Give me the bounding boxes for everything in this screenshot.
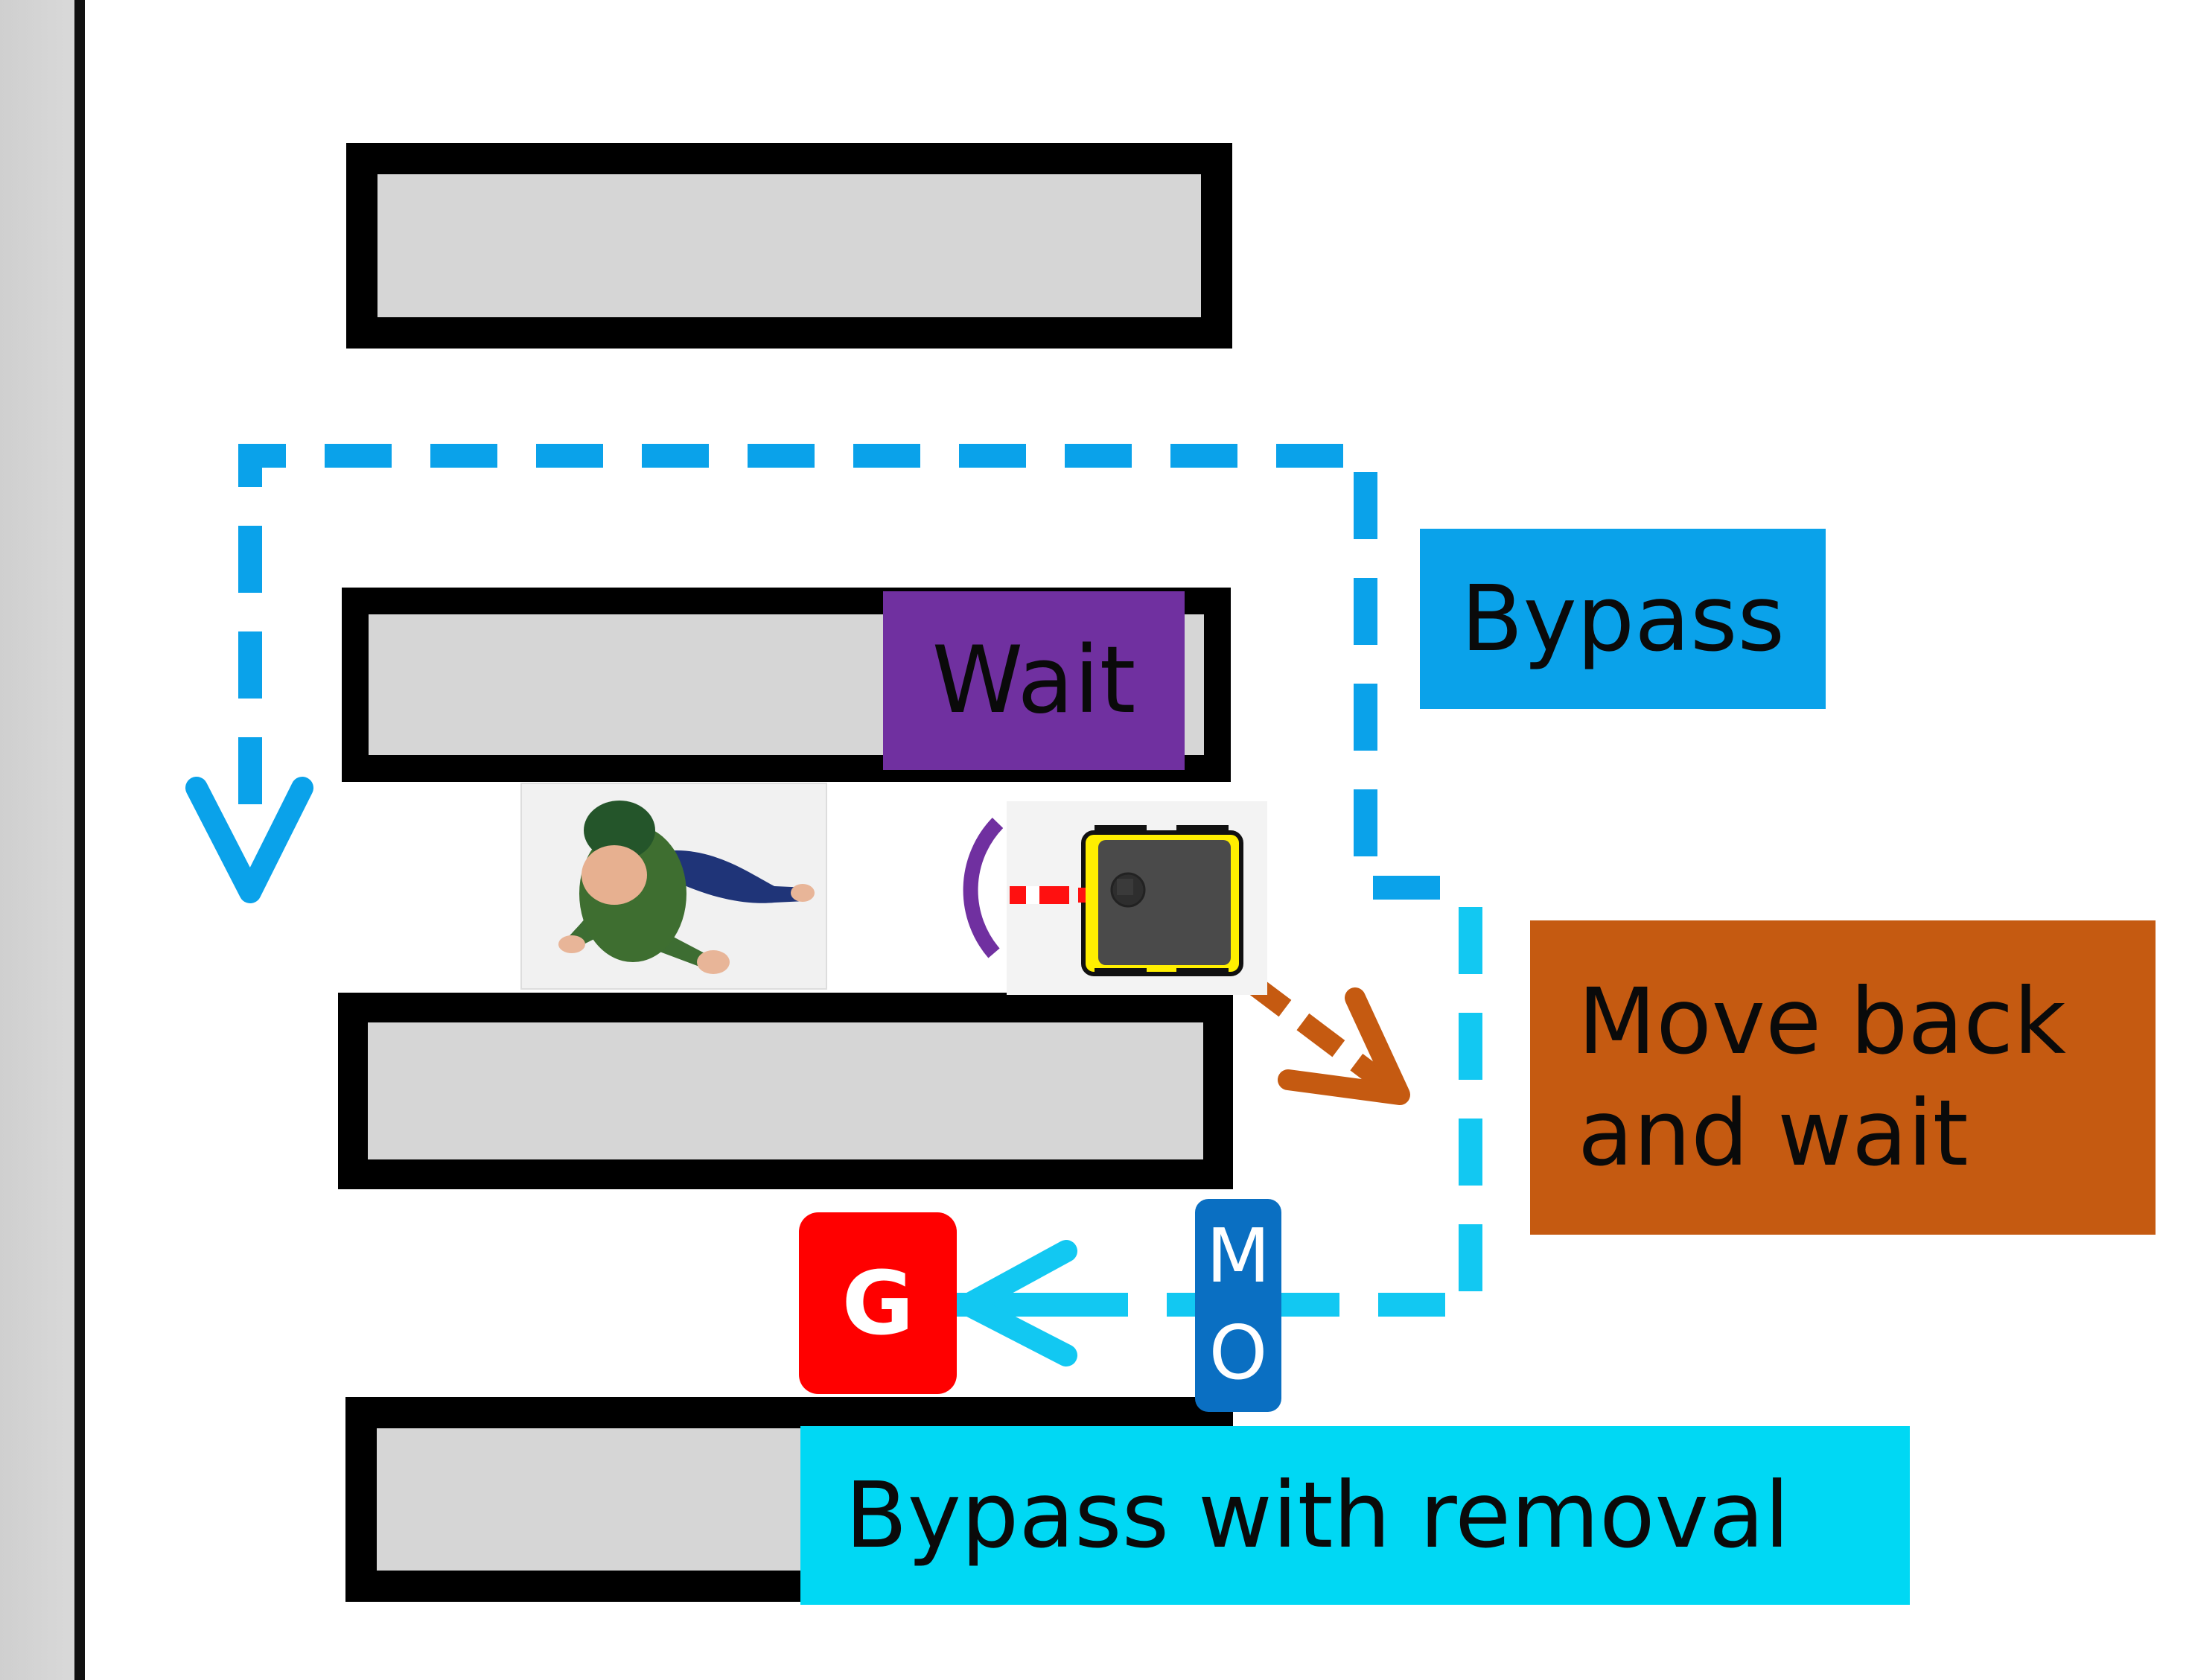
wait-label: Wait [883, 591, 1185, 770]
movable-obstacle-marker: M O [1195, 1199, 1281, 1412]
move-back-line-2: and wait [1578, 1081, 1969, 1186]
shelf-3 [338, 993, 1233, 1189]
shelf-1 [346, 143, 1232, 349]
lying-person-icon [520, 783, 827, 990]
goal-marker: G [799, 1212, 957, 1394]
left-wall [0, 0, 85, 1680]
movable-obstacle-letter-m: M [1205, 1212, 1271, 1299]
movable-obstacle-letter-o: O [1208, 1309, 1268, 1396]
move-back-arrow [1243, 973, 1410, 1105]
bypass-path [185, 444, 1471, 903]
move-back-label: Move back and wait [1530, 920, 2156, 1235]
bypass-label: Bypass [1420, 529, 1826, 709]
bypass-removal-label: Bypass with removal [800, 1426, 1910, 1605]
robot-icon [1007, 801, 1267, 995]
move-back-line-1: Move back [1578, 968, 2066, 1075]
